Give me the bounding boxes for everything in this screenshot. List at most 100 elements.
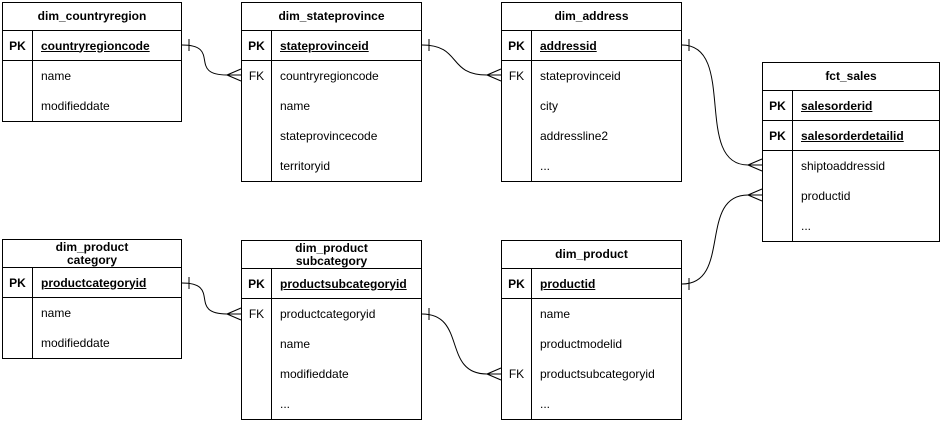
relationship-line[interactable] xyxy=(181,282,228,315)
field-name: modifieddate xyxy=(41,99,110,113)
key-label: PK xyxy=(763,91,793,120)
cardinality-many-marker xyxy=(747,158,763,166)
cardinality-many-marker xyxy=(226,68,242,76)
connector-dim_productcategory-to-dim_productsubcategory[interactable] xyxy=(181,277,242,321)
primary-key-row: PK productsubcategoryid xyxy=(242,269,421,299)
field-name: ... xyxy=(540,159,551,173)
key-label xyxy=(242,359,272,389)
field-name: stateprovinceid xyxy=(540,69,621,83)
primary-key-row: PK stateprovinceid xyxy=(242,31,421,61)
field-row: FK productcategoryid xyxy=(242,299,421,329)
field-row: territoryid xyxy=(242,151,421,181)
field-name: productid xyxy=(801,189,851,203)
connector-dim_stateprovince-to-dim_address[interactable] xyxy=(421,39,502,82)
connector-dim_product-to-fct_sales[interactable] xyxy=(681,188,763,290)
key-label xyxy=(763,211,793,241)
field-row: name xyxy=(3,61,181,91)
key-label xyxy=(3,298,33,328)
connector-dim_productsubcategory-to-dim_product[interactable] xyxy=(421,308,502,381)
key-label xyxy=(502,151,532,181)
field-name: addressid xyxy=(540,38,597,53)
field-row: modifieddate xyxy=(3,91,181,121)
key-label xyxy=(242,389,272,419)
key-label xyxy=(242,121,272,151)
field-name: name xyxy=(41,306,72,320)
field-name: modifieddate xyxy=(41,336,110,350)
field-row: productmodelid xyxy=(502,329,681,359)
cardinality-many-marker xyxy=(747,194,763,202)
field-name: name xyxy=(280,99,311,113)
cardinality-many-marker xyxy=(486,367,502,375)
field-name: productsubcategoryid xyxy=(280,276,407,291)
field-row: ... xyxy=(242,389,421,419)
cardinality-many-marker xyxy=(486,373,502,381)
cardinality-many-marker xyxy=(226,313,242,321)
field-row: addressline2 xyxy=(502,121,681,151)
field-name: productid xyxy=(540,276,596,291)
cardinality-many-marker xyxy=(747,164,763,172)
key-label: PK xyxy=(502,269,532,298)
field-name: countryregioncode xyxy=(280,69,379,83)
field-name: productcategoryid xyxy=(280,307,376,321)
key-label xyxy=(3,91,33,121)
connector-dim_countryregion-to-dim_stateprovince[interactable] xyxy=(181,39,242,82)
field-name: name xyxy=(41,69,72,83)
relationship-line[interactable] xyxy=(681,194,749,285)
field-row: shiptoaddressid xyxy=(763,151,939,181)
primary-key-row: PK countryregioncode xyxy=(3,31,181,61)
field-row: name xyxy=(502,299,681,329)
field-name: countryregioncode xyxy=(41,38,150,53)
field-name: salesorderid xyxy=(801,98,873,113)
key-label xyxy=(502,121,532,151)
key-label: PK xyxy=(502,31,532,60)
field-name: productcategoryid xyxy=(41,275,147,290)
key-label: PK xyxy=(3,31,33,60)
field-name: stateprovinceid xyxy=(280,38,369,53)
field-name: ... xyxy=(801,219,812,233)
field-row: modifieddate xyxy=(242,359,421,389)
key-label: FK xyxy=(502,61,532,91)
field-name: modifieddate xyxy=(280,367,349,381)
key-label xyxy=(763,151,793,181)
field-row: name xyxy=(242,329,421,359)
relationship-line[interactable] xyxy=(421,44,488,76)
field-name: ... xyxy=(280,397,291,411)
field-name: addressline2 xyxy=(540,129,609,143)
field-name: city xyxy=(540,99,558,113)
field-name: name xyxy=(540,307,571,321)
key-label: FK xyxy=(242,299,272,329)
key-label: PK xyxy=(242,31,272,60)
cardinality-many-marker xyxy=(226,74,242,82)
field-name: productmodelid xyxy=(540,337,623,351)
field-name: shiptoaddressid xyxy=(801,159,886,173)
relationship-line[interactable] xyxy=(181,44,228,76)
relationship-line[interactable] xyxy=(421,313,488,375)
relationship-line[interactable] xyxy=(681,44,749,166)
key-label: PK xyxy=(242,269,272,298)
field-name: salesorderdetailid xyxy=(801,128,904,143)
cardinality-many-marker xyxy=(747,188,763,196)
primary-key-row: PK salesorderid xyxy=(763,91,939,121)
field-name: name xyxy=(280,337,311,351)
table-title: dim_product xyxy=(502,241,681,269)
connector-dim_address-to-fct_sales[interactable] xyxy=(681,39,763,172)
key-label xyxy=(242,329,272,359)
key-label: FK xyxy=(502,359,532,389)
cardinality-many-marker xyxy=(486,68,502,76)
field-row: modifieddate xyxy=(3,328,181,358)
key-label xyxy=(502,299,532,329)
key-label xyxy=(3,328,33,358)
field-row: FK stateprovinceid xyxy=(502,61,681,91)
